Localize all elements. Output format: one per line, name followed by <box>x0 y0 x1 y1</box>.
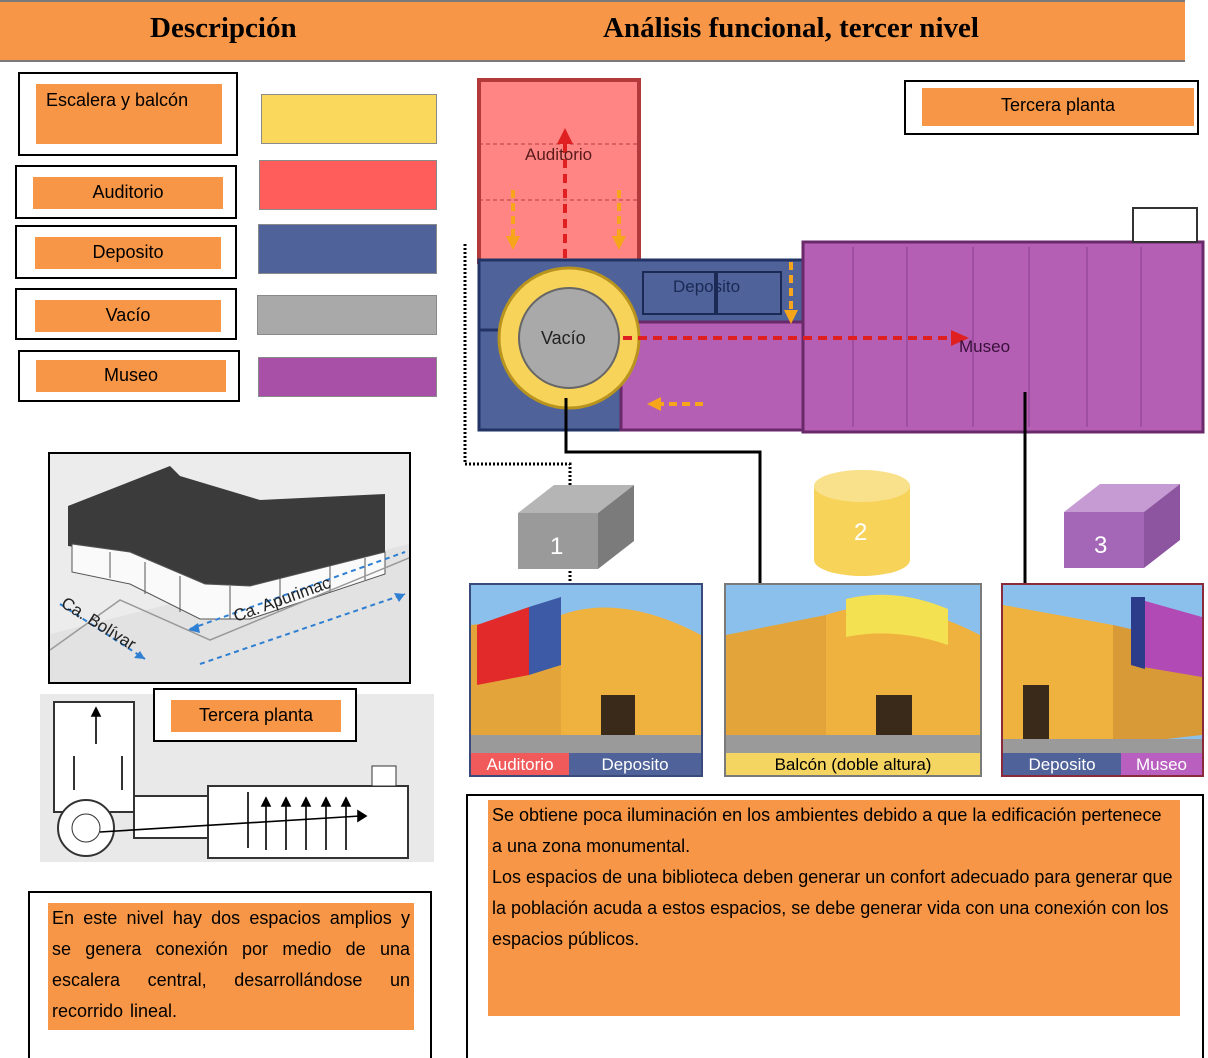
vacio-zone <box>518 287 620 389</box>
museo-zone <box>619 320 805 432</box>
photo-1: Auditorio Deposito <box>469 583 703 777</box>
description-text: En este nivel hay dos espacios amplios y… <box>48 903 414 1030</box>
legend-label: Escalera y balcón <box>36 84 222 144</box>
photo-1-building <box>471 585 701 753</box>
header-bar: Descripción Análisis funcional, tercer n… <box>0 0 1185 62</box>
photo-caption-deposito: Deposito <box>569 753 701 775</box>
photo-caption-auditorio: Auditorio <box>471 753 569 775</box>
legend-label: Museo <box>36 360 226 392</box>
legend-label: Deposito <box>35 237 221 269</box>
page-title: Análisis funcional, tercer nivel <box>603 12 979 44</box>
photo-caption-balcon: Balcón (doble altura) <box>726 753 980 775</box>
photo-caption-deposito-3: Deposito <box>1003 753 1121 775</box>
volume-number-3: 3 <box>1094 532 1107 559</box>
room-label-vacio: Vacío <box>541 328 586 348</box>
legend-swatch-deposito <box>258 224 437 274</box>
small-floor-plan <box>40 694 434 862</box>
legend-item-escalera: Escalera y balcón <box>18 72 238 156</box>
photo-2: Balcón (doble altura) <box>724 583 982 777</box>
photo-caption-museo: Museo <box>1121 753 1202 775</box>
legend-item-museo: Museo <box>18 350 240 402</box>
volume-number-1: 1 <box>550 533 563 560</box>
volume-1-box: 1 <box>518 485 634 569</box>
auditorio-zone <box>477 78 641 264</box>
legend-label: Vacío <box>35 300 221 332</box>
photo-3-building <box>1003 585 1202 753</box>
floor-plan-drawing: Auditorio Deposito Vacío Museo <box>477 78 1205 434</box>
volume-2-cylinder: 2 <box>814 470 910 576</box>
room-label-deposito: Deposito <box>673 277 740 296</box>
legend-label: Auditorio <box>33 177 223 209</box>
volume-3-box: 3 <box>1064 484 1180 568</box>
building-perspective: Ca. Bolívar Ca. Apurimac <box>50 466 409 682</box>
description-box: En este nivel hay dos espacios amplios y… <box>28 891 432 1058</box>
small-plan-label: Tercera planta <box>171 700 341 732</box>
main-plan-label: Tercera planta <box>922 88 1194 126</box>
room-label-auditorio: Auditorio <box>525 145 592 164</box>
legend-swatch-escalera <box>261 94 437 144</box>
small-plan-drawing <box>53 701 409 859</box>
analysis-box: Se obtiene poca iluminación en los ambie… <box>466 794 1204 1058</box>
analysis-text: Se obtiene poca iluminación en los ambie… <box>488 800 1180 1016</box>
main-plan-label-box: Tercera planta <box>904 80 1199 135</box>
legend-item-auditorio: Auditorio <box>15 165 237 219</box>
description-heading: Descripción <box>150 12 297 44</box>
legend-swatch-vacio <box>257 295 437 335</box>
analysis-paragraph-2: Los espacios de una biblioteca deben gen… <box>492 867 1173 949</box>
legend-swatch-museo <box>258 357 437 397</box>
small-plan-label-box: Tercera planta <box>153 688 357 742</box>
main-floor-plan: Auditorio Deposito Vacío Museo <box>473 72 1208 440</box>
legend-swatch-auditorio <box>259 160 437 210</box>
street-view-sketch: Ca. Bolívar Ca. Apurimac <box>48 452 411 684</box>
legend-item-deposito: Deposito <box>15 225 237 279</box>
photo-2-building <box>726 585 980 753</box>
room-label-museo: Museo <box>959 337 1010 356</box>
analysis-paragraph-1: Se obtiene poca iluminación en los ambie… <box>492 805 1162 856</box>
volume-number-2: 2 <box>854 519 867 546</box>
photo-3: Deposito Museo <box>1001 583 1204 777</box>
legend-item-vacio: Vacío <box>15 288 237 340</box>
